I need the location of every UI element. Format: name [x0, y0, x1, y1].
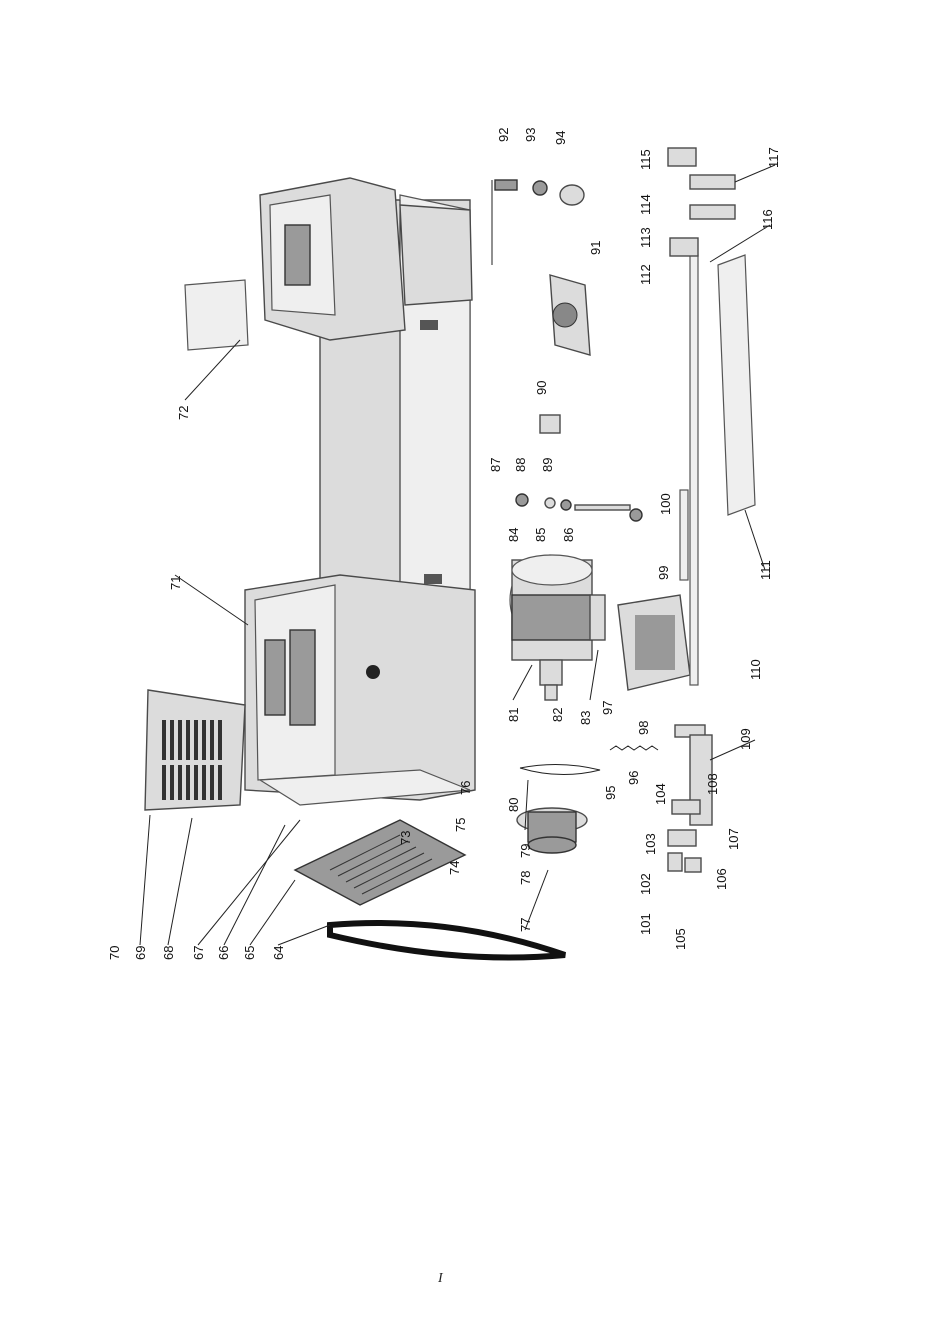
part-label: 79 — [518, 844, 533, 858]
part-label: 87 — [488, 458, 503, 472]
part-label: 111 — [758, 560, 773, 580]
bottom-grille — [295, 820, 465, 905]
part-label: 89 — [540, 458, 555, 472]
part-label: 85 — [533, 528, 548, 542]
part-label: 74 — [447, 861, 462, 875]
part-label: 110 — [748, 659, 763, 680]
part-label: 80 — [506, 798, 521, 812]
part-label: 101 — [638, 913, 653, 935]
vent-grille-plate — [145, 690, 245, 810]
part-label: 94 — [553, 131, 568, 145]
part-label: 78 — [518, 871, 533, 885]
part-label: 65 — [242, 946, 257, 960]
part-label: 68 — [161, 946, 176, 960]
part-label: 106 — [714, 868, 729, 890]
part-label: 90 — [534, 381, 549, 395]
part-label: 69 — [133, 946, 148, 960]
part-label: 100 — [658, 493, 673, 515]
part-label: 83 — [578, 711, 593, 725]
long-shaft — [690, 255, 698, 685]
cover-plate — [185, 280, 248, 350]
column-body — [245, 178, 475, 805]
part-label: 66 — [216, 946, 231, 960]
part-label: 84 — [506, 528, 521, 542]
part-label: 76 — [458, 781, 473, 795]
part-label: 112 — [638, 264, 653, 285]
part-label: 96 — [626, 771, 641, 785]
part-label: 86 — [561, 528, 576, 542]
part-label: 99 — [656, 566, 671, 580]
part-label: 64 — [271, 946, 286, 960]
part-label: 93 — [523, 128, 538, 142]
part-label: 102 — [638, 873, 653, 895]
part-label: 67 — [191, 946, 206, 960]
part-label: 103 — [643, 833, 658, 855]
part-label: 92 — [496, 128, 511, 142]
part-label: 114 — [638, 194, 653, 215]
part-label: 105 — [673, 928, 688, 950]
part-label: 82 — [550, 708, 565, 722]
part-label: 107 — [726, 828, 741, 850]
short-shaft — [680, 490, 688, 580]
part-label: 72 — [176, 406, 191, 420]
page-number: I — [438, 1271, 443, 1287]
part-label: 95 — [603, 786, 618, 800]
part-label: 113 — [638, 227, 653, 248]
part-label: 70 — [107, 946, 122, 960]
part-label: 115 — [638, 149, 653, 170]
part-label: 88 — [513, 458, 528, 472]
long-cover — [718, 255, 755, 515]
part-label: 117 — [766, 147, 781, 168]
part-label: 75 — [453, 818, 468, 832]
part-label: 91 — [588, 241, 603, 255]
part-label: 71 — [168, 576, 183, 590]
part-label: 104 — [653, 783, 668, 805]
part-label: 108 — [705, 773, 720, 795]
part-label: 73 — [398, 831, 413, 845]
part-label: 98 — [636, 721, 651, 735]
part-label: 97 — [600, 701, 615, 715]
part-label: 81 — [506, 708, 521, 722]
